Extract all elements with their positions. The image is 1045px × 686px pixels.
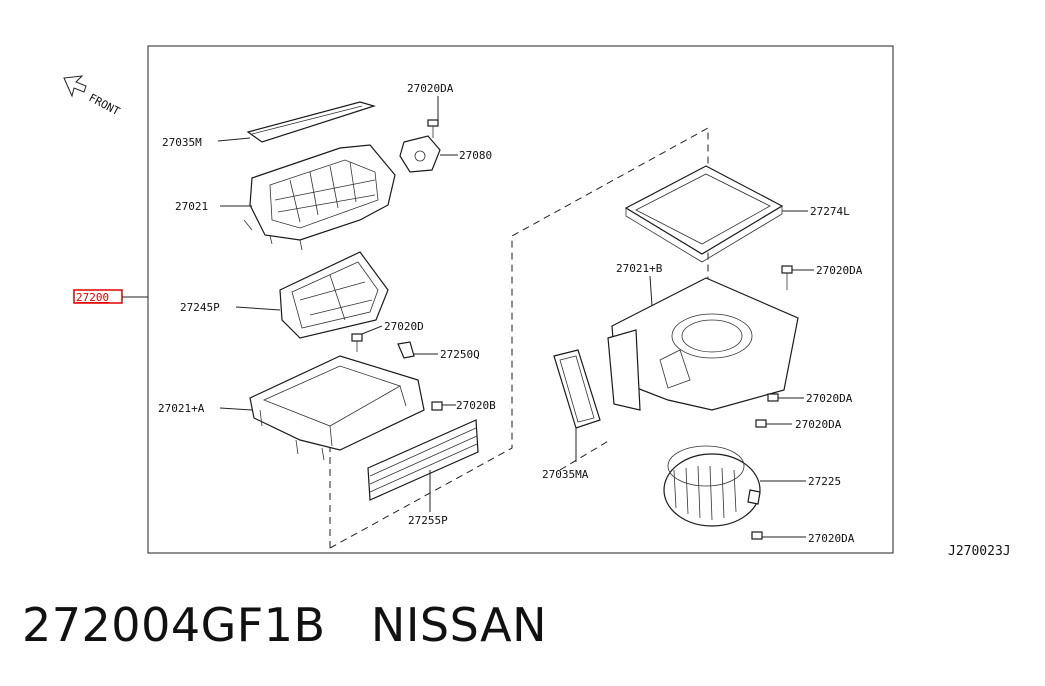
lower-case-27021a (249, 355, 425, 461)
label-27020da-top[interactable]: 27020DA (407, 82, 454, 95)
footer-part-number: 272004GF1B (22, 598, 326, 652)
gasket-27035ma (553, 349, 601, 429)
footer-caption: 272004GF1B NISSAN (22, 598, 547, 652)
label-27245p[interactable]: 27245P (180, 301, 220, 314)
clip-27020b (431, 401, 443, 411)
label-27035m[interactable]: 27035M (162, 136, 202, 149)
sensor-27250q (397, 341, 415, 359)
label-27020da-mid1[interactable]: 27020DA (806, 392, 853, 405)
screw-27020d (351, 333, 363, 352)
figure-code: J270023J (948, 544, 1011, 559)
label-27021[interactable]: 27021 (175, 200, 208, 213)
screw-27020da-right (781, 265, 793, 290)
label-27020d[interactable]: 27020D (384, 320, 424, 333)
screw-27020da-mid1 (767, 393, 779, 402)
label-27021b[interactable]: 27021+B (616, 262, 663, 275)
label-27225[interactable]: 27225 (808, 475, 841, 488)
screw-27020da-top (427, 119, 439, 138)
label-27020da-mid2[interactable]: 27020DA (795, 418, 842, 431)
actuator-27080 (399, 135, 441, 173)
assembly-highlight-box (73, 289, 123, 304)
label-27035ma[interactable]: 27035MA (542, 468, 589, 481)
front-arrow-icon (63, 75, 87, 98)
footer-brand: NISSAN (370, 598, 548, 652)
label-27250q[interactable]: 27250Q (440, 348, 480, 361)
blower-motor-27225 (663, 445, 761, 527)
front-label: FRONT (87, 91, 123, 118)
label-27020da-right[interactable]: 27020DA (816, 264, 863, 277)
upper-case-27021 (243, 144, 396, 251)
grille-27255p (367, 419, 479, 501)
intake-housing-27245p (279, 251, 389, 339)
label-27255p[interactable]: 27255P (408, 514, 448, 527)
label-27080[interactable]: 27080 (459, 149, 492, 162)
label-27274l[interactable]: 27274L (810, 205, 850, 218)
filter-27274l (624, 165, 784, 263)
blower-case-27021b (607, 277, 799, 411)
label-27020b[interactable]: 27020B (456, 399, 496, 412)
label-27021a[interactable]: 27021+A (158, 402, 205, 415)
screw-27020da-mid2 (755, 419, 767, 428)
seal-strip-27035m (246, 101, 377, 143)
assembly-number-label[interactable]: 27200 (76, 291, 109, 304)
diagram-frame (147, 45, 894, 554)
label-27020da-bottom[interactable]: 27020DA (808, 532, 855, 545)
screw-27020da-bottom (751, 531, 763, 540)
